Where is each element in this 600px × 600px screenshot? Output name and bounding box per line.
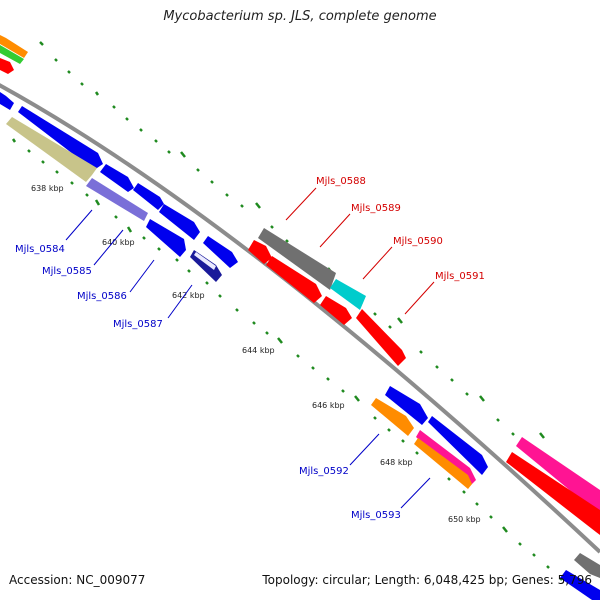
gene-arrow-Mjls_0587[interactable] [203,236,238,268]
reverse-gene-labels [65,209,431,509]
gene-arrow-blue-bottom-right[interactable] [560,570,600,600]
kbp-label: 642 kbp [172,291,205,300]
map-title: Mycobacterium sp. JLS, complete genome [163,9,437,24]
gene-arrow-blue-white-stripe [194,252,216,270]
gene-arrow-top-left-orange[interactable] [0,35,28,58]
kbp-label: 648 kbp [380,458,413,467]
gene-arrow-slate[interactable] [86,178,148,221]
gene-arrow-orange-0592[interactable] [371,398,414,436]
tick-marks-inner [11,138,563,581]
gene-label-Mjls_0589[interactable]: Mjls_0589 [351,203,401,214]
kbp-label: 644 kbp [242,346,275,355]
gene-label-Mjls_0592[interactable]: Mjls_0592 [299,466,349,477]
gene-arrow-blue-c[interactable] [146,219,186,257]
gene-arrow-Mjls_0586[interactable] [133,183,164,210]
kbp-label: 640 kbp [102,238,135,247]
kbp-label: 650 kbp [448,515,481,524]
gene-label-Mjls_0585[interactable]: Mjls_0585 [42,266,92,277]
gene-arrow-red-a[interactable] [248,240,272,264]
forward-gene-labels [285,187,435,315]
gene-arrow-Mjls_0585[interactable] [100,164,134,192]
gene-arrow-Mjls_0591[interactable] [356,309,406,366]
gene-arrow-Mjls_0589[interactable] [330,279,366,310]
gene-label-Mjls_0590[interactable]: Mjls_0590 [393,236,443,247]
gene-arrow-blue-d[interactable] [428,416,488,475]
gene-label-Mjls_0591[interactable]: Mjls_0591 [435,271,485,282]
kbp-label: 646 kbp [312,401,345,410]
gene-arrow-red-b[interactable] [320,296,352,325]
genes-reverse-strand[interactable] [0,35,600,600]
gene-arrow-gray-bottom-right[interactable] [574,553,600,578]
gene-label-Mjls_0587[interactable]: Mjls_0587 [113,319,163,330]
genes-forward-strand[interactable] [248,228,600,535]
gene-label-Mjls_0593[interactable]: Mjls_0593 [351,510,401,521]
gene-arrow-blue-b[interactable] [159,204,200,240]
kbp-label: 638 kbp [31,184,64,193]
gene-arrow-pink-right[interactable] [516,437,600,515]
gene-arrow-Mjls_0588[interactable] [258,228,336,290]
gene-arrow-khaki[interactable] [6,117,97,182]
gene-arrow-top-left-green[interactable] [0,45,24,64]
accession-text: Accession: NC_009077 [9,573,146,587]
gene-label-Mjls_0588[interactable]: Mjls_0588 [316,176,366,187]
gene-arrow-orange-0593[interactable] [414,438,472,489]
gene-arrow-red-right[interactable] [506,452,600,535]
gene-arrow-Mjls_0584[interactable] [18,106,103,170]
gene-label-Mjls_0584[interactable]: Mjls_0584 [15,244,65,255]
gene-arrow-Mjls_0592[interactable] [385,386,428,425]
gene-arrow-top-left-red[interactable] [0,58,14,74]
gene-label-Mjls_0586[interactable]: Mjls_0586 [77,291,127,302]
gene-arrow-left-blue-1[interactable] [0,92,14,110]
genome-stats-text: Topology: circular; Length: 6,048,425 bp… [262,573,592,587]
gene-arrow-Mjls_0590[interactable] [266,256,322,303]
kbp-scale: 638 kbp 640 kbp 642 kbp 644 kbp 646 kbp … [31,184,481,524]
